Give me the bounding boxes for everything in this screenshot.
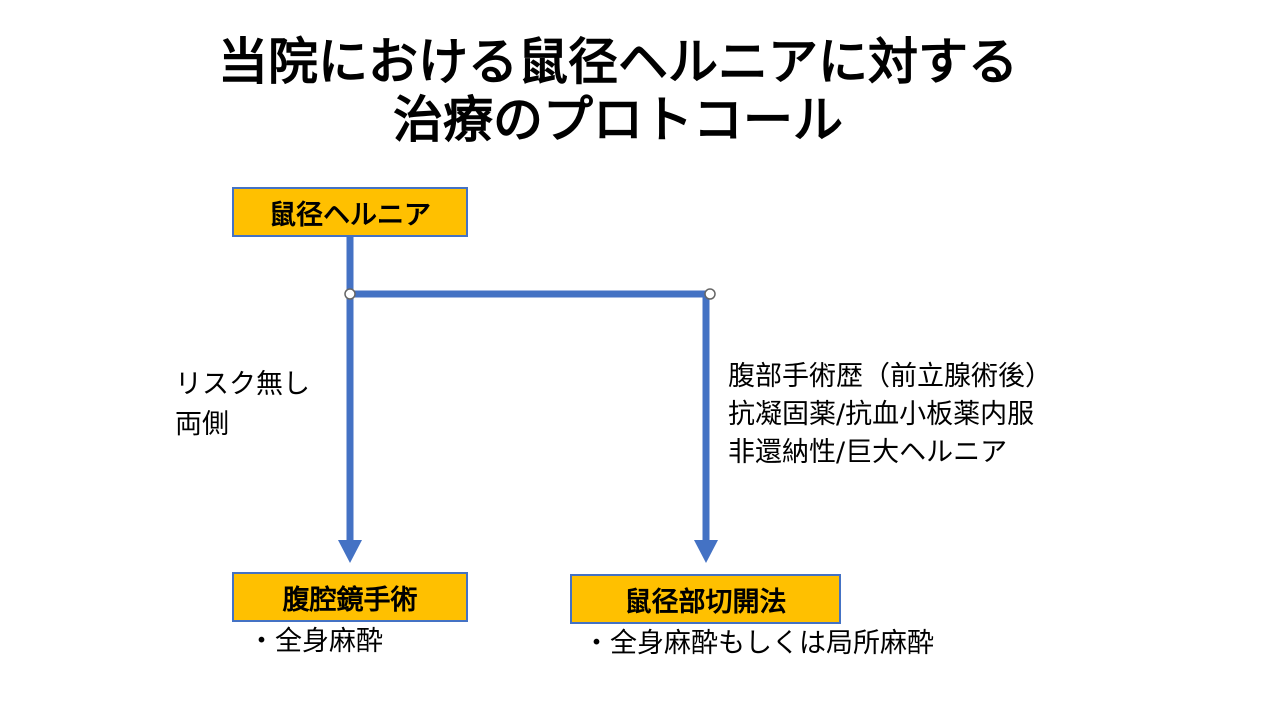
right-condition-2: 抗凝固薬/抗血小板薬内服: [728, 399, 1035, 430]
title-line-2: 治療のプロトコール: [393, 91, 843, 149]
right-condition-3: 非還納性/巨大ヘルニア: [728, 437, 1008, 468]
connector-node-left: [344, 288, 356, 300]
root-box-inguinal-hernia: 鼠径ヘルニア: [232, 187, 468, 237]
title-line-1: 当院における鼠径ヘルニアに対する: [218, 33, 1018, 91]
connector-node-right: [704, 288, 716, 300]
right-anesthesia-note: ・全身麻酔もしくは局所麻酔: [583, 628, 934, 659]
result-box-open-inguinal: 鼠径部切開法: [570, 574, 841, 624]
left-condition-1: リスク無し: [175, 369, 310, 400]
left-condition-2: 両側: [175, 409, 229, 440]
arrowhead-right: [694, 540, 718, 563]
result-box-laparoscopic: 腹腔鏡手術: [232, 572, 468, 622]
left-anesthesia-note: ・全身麻酔: [248, 626, 383, 657]
arrowhead-left: [338, 540, 362, 563]
right-condition-1: 腹部手術歴（前立腺術後）: [728, 361, 1052, 392]
